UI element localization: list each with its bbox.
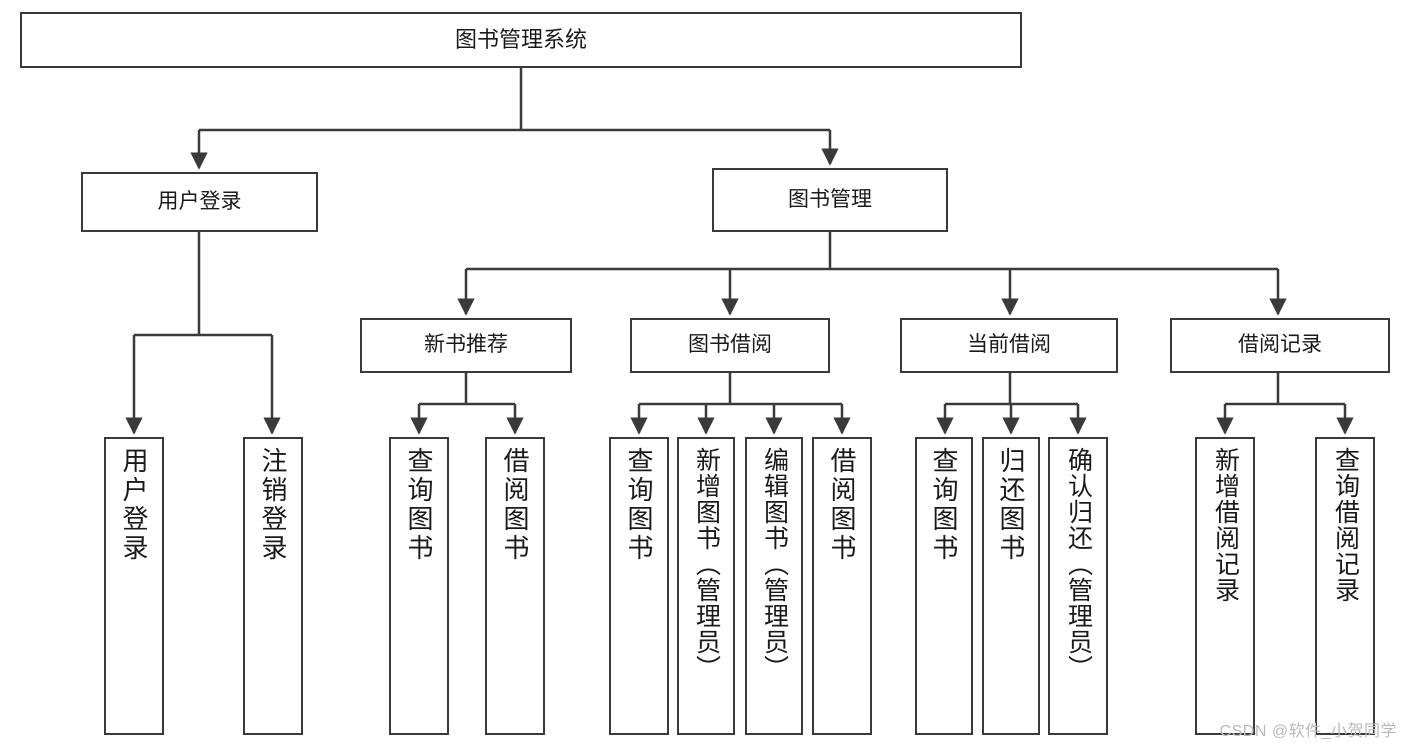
node-root-system[interactable]: 图书管理系统	[20, 12, 1022, 68]
node-label: 注销登录	[258, 447, 288, 563]
node-label: 归还图书	[996, 447, 1026, 563]
node-book-borrow[interactable]: 图书借阅	[630, 318, 830, 373]
node-leaf-borrow-book-2[interactable]: 借阅图书	[812, 437, 872, 735]
node-leaf-user-login[interactable]: 用户登录	[104, 437, 164, 735]
node-leaf-edit-book[interactable]: 编辑图书（管理员）	[745, 437, 803, 735]
node-label: 查询借阅记录	[1331, 447, 1360, 603]
node-leaf-add-book[interactable]: 新增图书（管理员）	[677, 437, 735, 735]
node-leaf-borrow-book-1[interactable]: 借阅图书	[485, 437, 545, 735]
node-leaf-confirm-return[interactable]: 确认归还（管理员）	[1048, 437, 1108, 735]
node-label: 新增图书（管理员）	[692, 447, 721, 681]
node-leaf-return-book[interactable]: 归还图书	[982, 437, 1040, 735]
node-label: 用户登录	[119, 447, 149, 563]
node-label: 图书借阅	[688, 333, 772, 357]
node-leaf-query-book-3[interactable]: 查询图书	[915, 437, 973, 735]
node-label: 编辑图书（管理员）	[760, 447, 789, 681]
node-leaf-query-book-1[interactable]: 查询图书	[389, 437, 449, 735]
node-book-manage[interactable]: 图书管理	[712, 168, 948, 232]
csdn-watermark: CSDN @软件_小贺同学	[1219, 723, 1397, 740]
node-label: 当前借阅	[967, 333, 1051, 357]
node-label: 借阅记录	[1238, 333, 1322, 357]
node-user-login[interactable]: 用户登录	[81, 172, 318, 232]
node-label: 图书管理	[788, 187, 872, 211]
node-leaf-query-book-2[interactable]: 查询图书	[609, 437, 669, 735]
node-label: 查询图书	[404, 447, 434, 563]
node-leaf-add-record[interactable]: 新增借阅记录	[1195, 437, 1255, 735]
node-label: 查询图书	[624, 447, 654, 563]
node-borrow-record[interactable]: 借阅记录	[1170, 318, 1390, 373]
node-label: 用户登录	[157, 189, 242, 213]
node-leaf-query-record[interactable]: 查询借阅记录	[1315, 437, 1375, 735]
node-label: 图书管理系统	[454, 27, 587, 53]
node-label: 查询图书	[929, 447, 959, 563]
node-current-borrow[interactable]: 当前借阅	[900, 318, 1118, 373]
node-leaf-logout[interactable]: 注销登录	[243, 437, 303, 735]
node-label: 借阅图书	[827, 447, 857, 563]
node-new-book-rec[interactable]: 新书推荐	[360, 318, 572, 373]
node-label: 新增借阅记录	[1211, 447, 1240, 603]
node-label: 新书推荐	[424, 333, 508, 357]
node-label: 借阅图书	[500, 447, 530, 563]
node-label: 确认归还（管理员）	[1064, 447, 1093, 681]
